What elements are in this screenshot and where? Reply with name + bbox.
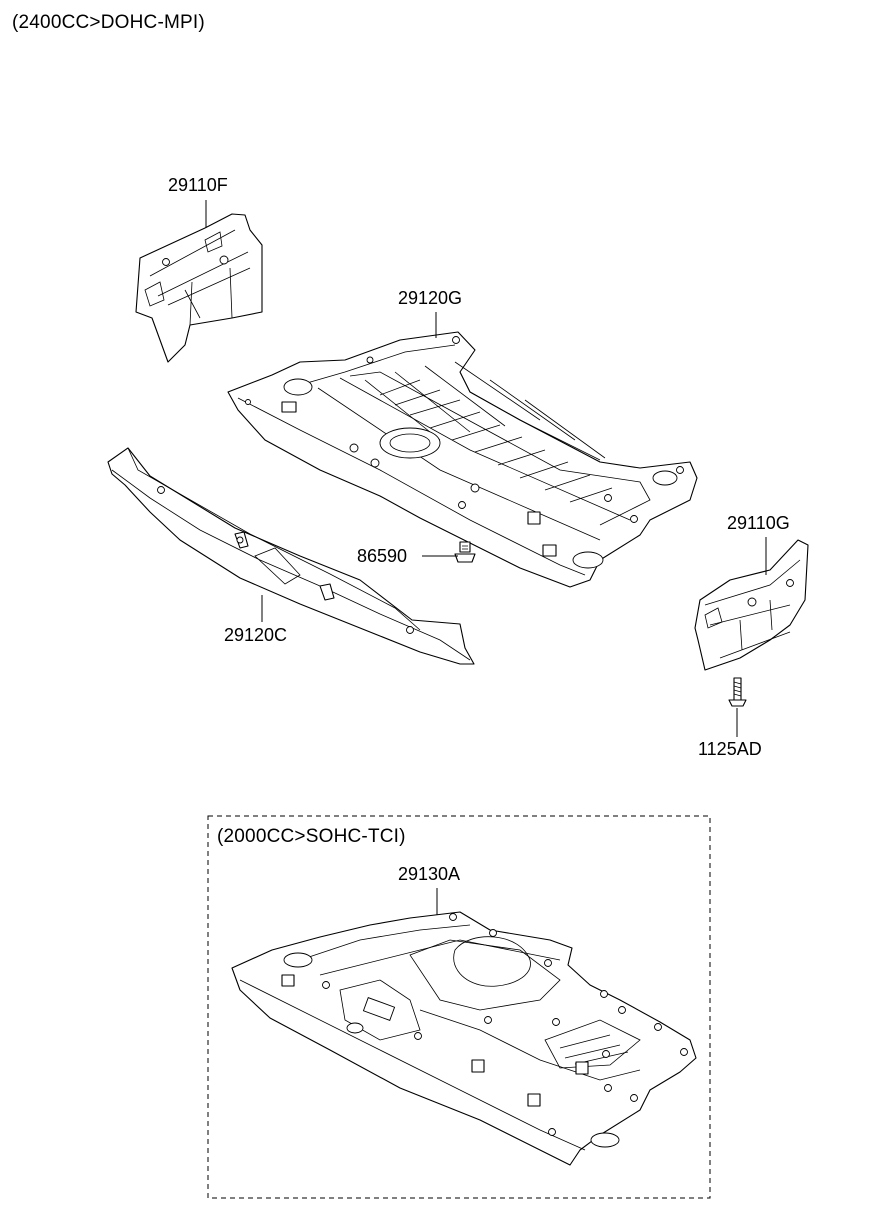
- part-29110G-drawing[interactable]: [694, 539, 809, 671]
- label-29130A: 29130A: [398, 864, 461, 884]
- label-29110F: 29110F: [168, 175, 228, 195]
- part-29130A-drawing[interactable]: [231, 911, 697, 1166]
- part-29120C-drawing[interactable]: [107, 447, 475, 665]
- label-86590: 86590: [357, 546, 408, 566]
- part-29120G-drawing[interactable]: [227, 331, 698, 588]
- part-29110F-drawing[interactable]: [135, 213, 263, 363]
- variant-header-alt: (2000CC>SOHC-TCI): [217, 826, 406, 847]
- label-1125AD: 1125AD: [698, 739, 762, 759]
- alt-variant-box: [207, 815, 711, 1199]
- part-86590-drawing[interactable]: [454, 541, 476, 563]
- variant-header-main: (2400CC>DOHC-MPI): [12, 12, 205, 33]
- label-29120G: 29120G: [398, 288, 463, 308]
- label-29110G: 29110G: [727, 513, 790, 533]
- label-29120C: 29120C: [224, 625, 288, 645]
- leader-lines: [205, 200, 767, 920]
- part-1125AD-drawing[interactable]: [728, 677, 747, 707]
